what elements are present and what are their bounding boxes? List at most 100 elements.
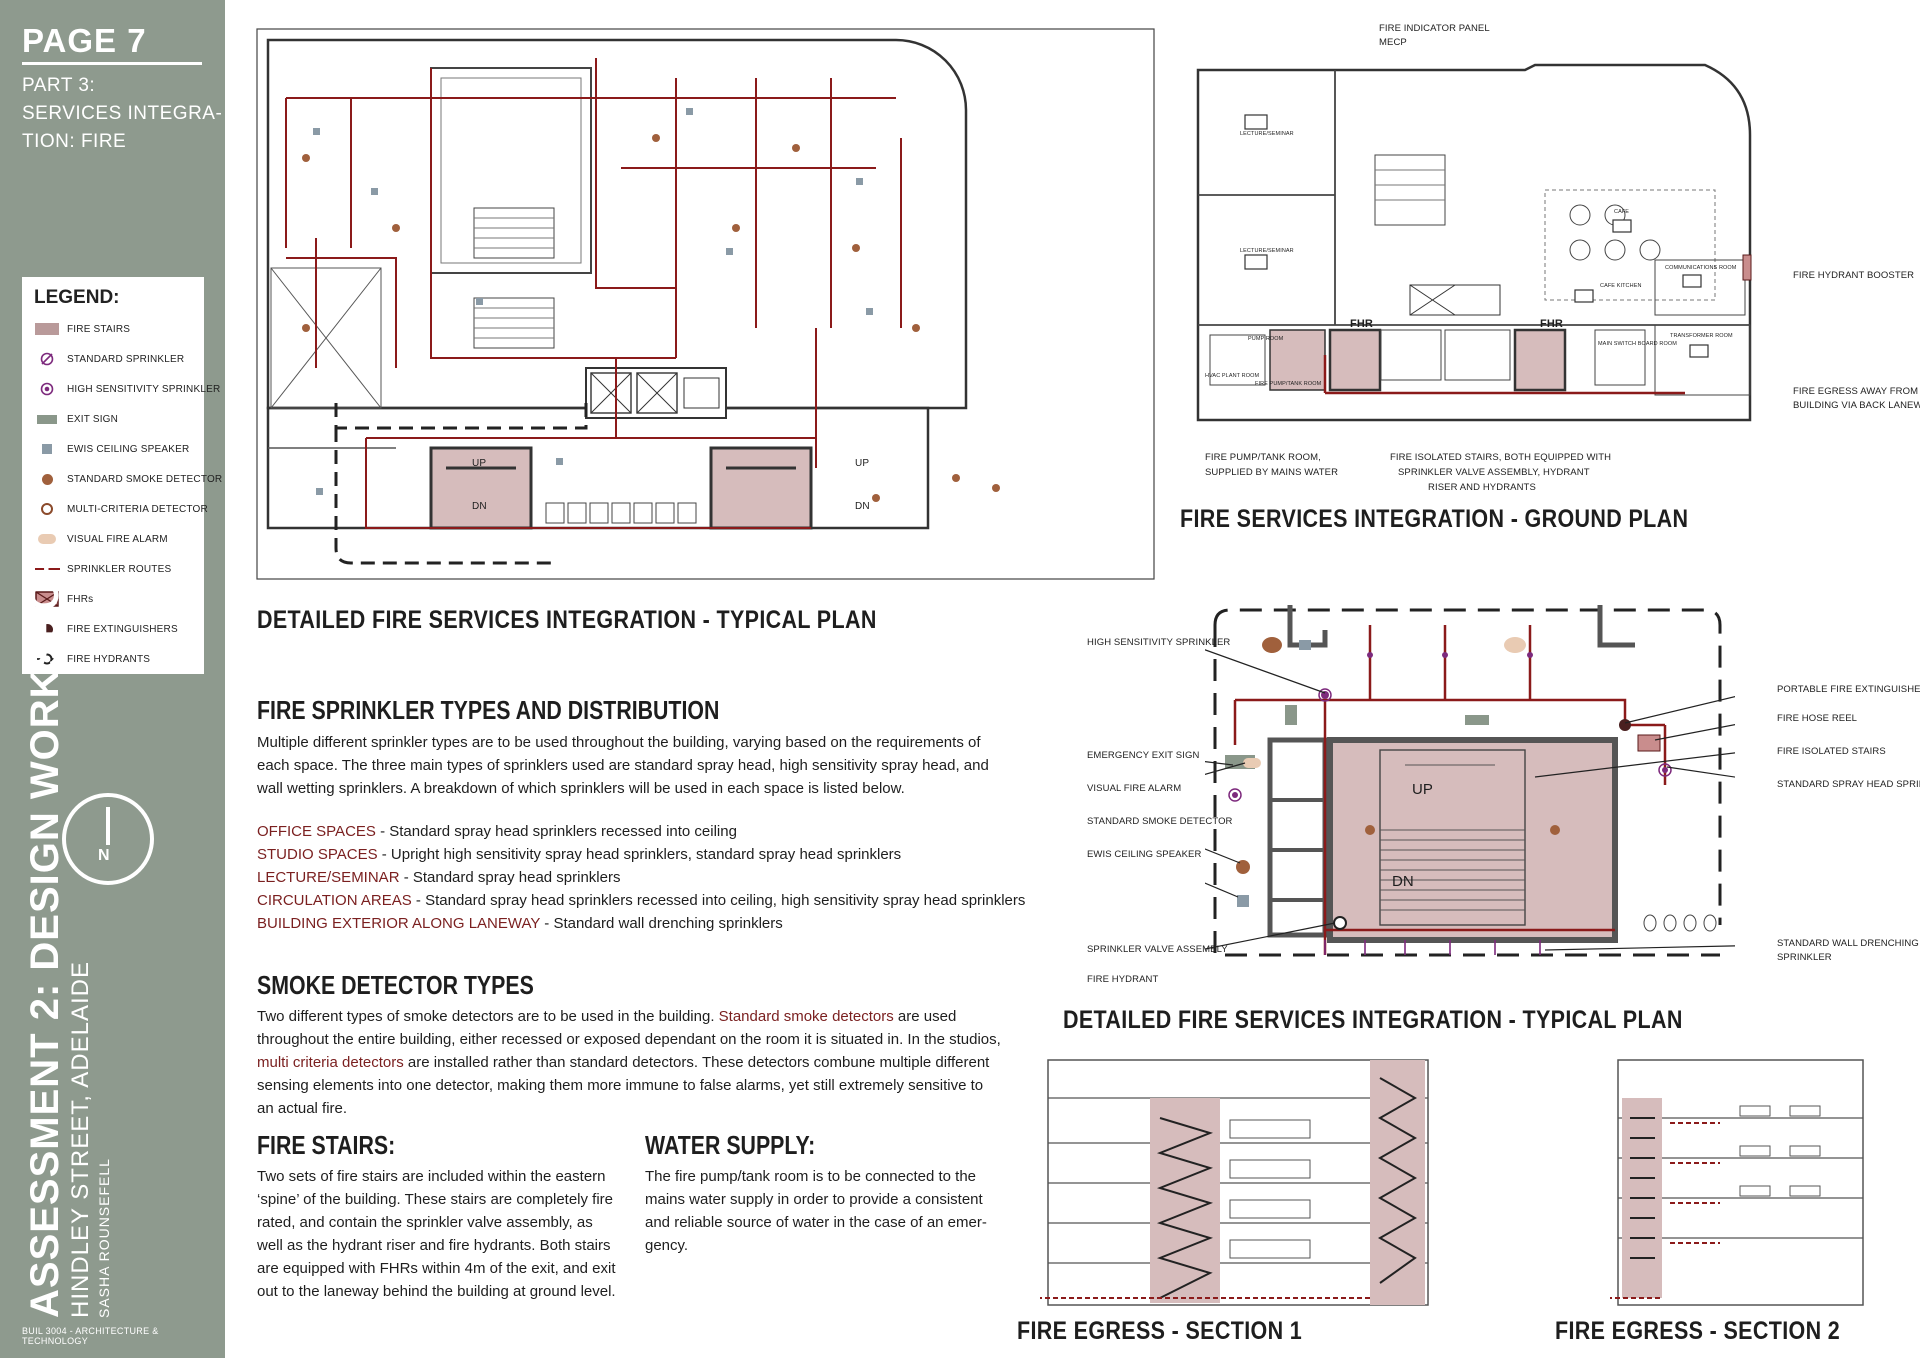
egress-section-1 (1040, 1059, 1429, 1306)
exit-sign-icon (32, 409, 62, 429)
legend-item-high-sensitivity-sprinkler: HIGH SENSITIVITY SPRINKLER (32, 379, 220, 399)
ground-label-isolated-2: SPRINKLER VALVE ASSEMBLY, HYDRANT (1398, 467, 1590, 478)
ground-label-pump-1: FIRE PUMP/TANK ROOM, (1205, 452, 1321, 463)
legend-item-extinguisher: FIRE EXTINGUISHERS (32, 619, 178, 639)
detail-label-spray-head: STANDARD SPRAY HEAD SPRINKLER (1777, 779, 1920, 790)
ground-floor-plan (1196, 63, 1752, 422)
extinguisher-icon (32, 619, 62, 639)
room-label-lecture-1: LECTURE/SEMINAR (1240, 131, 1294, 137)
course-footer: BUIL 3004 - ARCHITECTURE & TECHNOLOGY (22, 1326, 159, 1346)
multi-criteria-detector-icon (32, 499, 62, 519)
smoke-heading: SMOKE DETECTOR TYPES (257, 970, 534, 1000)
detail-label-extinguisher: PORTABLE FIRE EXTINGUISHER (1777, 684, 1920, 695)
detail-label-up: UP (1412, 781, 1434, 798)
north-label: N (98, 847, 110, 864)
detail-label-smoke-detector: STANDARD SMOKE DETECTOR (1087, 816, 1233, 827)
legend-item-exit-sign: EXIT SIGN (32, 409, 118, 429)
list-item: CIRCULATION AREAS - Standard spray head … (257, 892, 1026, 909)
plan-label-up-west: UP (472, 458, 487, 469)
detail-label-ewis: EWIS CEILING SPEAKER (1087, 849, 1202, 860)
typical-plan-title: DETAILED FIRE SERVICES INTEGRATION - TYP… (257, 606, 877, 634)
section-2-title: FIRE EGRESS - SECTION 2 (1555, 1317, 1841, 1345)
legend: LEGEND: FIRE STAIRS STANDARD SPRINKLER H… (22, 277, 222, 674)
fire-stairs-swatch (32, 319, 62, 339)
room-label-cafe: CAFE (1614, 209, 1630, 215)
detail-label-isolated-stairs: FIRE ISOLATED STAIRS (1777, 746, 1886, 757)
room-label-comms: COMMUNICATIONS ROOM (1665, 265, 1737, 271)
assessment-title: ASSESSMENT 2: DESIGN WORKSHOP (23, 551, 67, 1318)
legend-item-visual-alarm: VISUAL FIRE ALARM (32, 529, 168, 549)
ground-plan-title: FIRE SERVICES INTEGRATION - GROUND PLAN (1180, 505, 1689, 533)
ground-label-isolated-3: RISER AND HYDRANTS (1428, 482, 1536, 493)
legend-item-fhr: FHRs (32, 589, 93, 609)
ground-label-pump-2: SUPPLIED BY MAINS WATER (1205, 467, 1339, 478)
detail-label-dn: DN (1392, 873, 1414, 890)
sprinkler-route-icon (32, 559, 62, 579)
section-1-title: FIRE EGRESS - SECTION 1 (1017, 1317, 1303, 1345)
stairs-heading: FIRE STAIRS: (257, 1130, 396, 1160)
room-label-cafe-kitchen: CAFE KITCHEN (1600, 283, 1642, 289)
list-item: STUDIO SPACES - Upright high sensitivity… (257, 846, 902, 863)
legend-item-standard-sprinkler: STANDARD SPRINKLER (32, 349, 184, 369)
detail-label-high-sensitivity: HIGH SENSITIVITY SPRINKLER (1087, 637, 1231, 648)
page-number: PAGE 7 (22, 22, 147, 59)
sprinkler-intro: Multiple different sprinkler types are t… (257, 734, 989, 797)
egress-section-2 (1610, 1059, 1864, 1306)
part-heading: PART 3: SERVICES INTEGRA- TION: FIRE (22, 75, 223, 152)
sprinkler-space-list: OFFICE SPACES - Standard spray head spri… (257, 820, 1057, 935)
legend-item-fire-stairs: FIRE STAIRS (32, 319, 130, 339)
ceiling-speaker-icon (32, 439, 62, 459)
ground-label-fhr-west: FHR (1350, 318, 1373, 330)
legend-item-smoke-detector: STANDARD SMOKE DETECTOR (32, 469, 222, 489)
site-subtitle: HINDLEY STREET, ADELAIDE (67, 961, 94, 1318)
standard-sprinkler-icon (32, 349, 62, 369)
smoke-detector-icon (32, 469, 62, 489)
legend-item-ceiling-speaker: EWIS CEILING SPEAKER (32, 439, 189, 459)
room-label-lecture-2: LECTURE/SEMINAR (1240, 248, 1294, 254)
stairs-paragraph: Two sets of fire stairs are included wit… (257, 1168, 616, 1300)
fhr-icon (32, 589, 62, 609)
sidebar: PAGE 7 PART 3: SERVICES INTEGRA- TION: F… (0, 0, 225, 1358)
plan-label-dn-east: DN (855, 501, 870, 512)
sprinkler-heading: FIRE SPRINKLER TYPES AND DISTRIBUTION (257, 695, 720, 725)
legend-item-hydrant: FIRE HYDRANTS (32, 649, 150, 669)
smoke-paragraph: Two different types of smoke detectors a… (257, 1008, 1001, 1117)
detail-label-wall-drenching-1: STANDARD WALL DRENCHING (1777, 938, 1919, 949)
ceiling-speaker-icon (313, 108, 873, 495)
room-label-fire-pump: FIRE PUMP/TANK ROOM (1255, 381, 1322, 387)
detail-label-wall-drenching-2: SPRINKLER (1777, 952, 1832, 963)
room-label-hvac: HVAC PLANT ROOM (1205, 373, 1260, 379)
detail-stair-plan (1205, 605, 1735, 957)
ground-label-egress-1: FIRE EGRESS AWAY FROM (1793, 386, 1919, 397)
detail-label-exit-sign: EMERGENCY EXIT SIGN (1087, 750, 1200, 761)
list-item: LECTURE/SEMINAR - Standard spray head sp… (257, 869, 621, 886)
detail-label-hose-reel: FIRE HOSE REEL (1777, 713, 1858, 724)
plan-label-dn-west: DN (472, 501, 487, 512)
ground-label-egress-2: BUILDING VIA BACK LANEWAY (1793, 400, 1920, 411)
ground-label-fip-2: MECP (1379, 37, 1407, 48)
room-label-transformer: TRANSFORMER ROOM (1670, 333, 1733, 339)
legend-item-multi-criteria: MULTI-CRITERIA DETECTOR (32, 499, 208, 519)
ground-label-fhr-east: FHR (1540, 318, 1563, 330)
north-arrow: N (62, 793, 154, 885)
author-name: SASHA ROUNSEFELL (96, 1158, 112, 1318)
visual-alarm-icon (32, 529, 62, 549)
ground-label-fip-1: FIRE INDICATOR PANEL (1379, 23, 1490, 34)
list-item: OFFICE SPACES - Standard spray head spri… (257, 823, 737, 840)
ground-label-isolated-1: FIRE ISOLATED STAIRS, BOTH EQUIPPED WITH (1390, 452, 1612, 463)
ground-label-booster: FIRE HYDRANT BOOSTER (1793, 270, 1915, 281)
hydrant-icon (32, 649, 62, 669)
legend-title: LEGEND: (34, 287, 120, 308)
vertical-title-block: ASSESSMENT 2: DESIGN WORKSHOP HINDLEY ST… (23, 551, 112, 1318)
page-divider (22, 62, 202, 65)
room-label-switchboard: MAIN SWITCH BOARD ROOM (1598, 341, 1677, 347)
smoke-detector-icon (302, 134, 1000, 502)
legend-item-sprinkler-routes: SPRINKLER ROUTES (32, 559, 171, 579)
room-label-pump: PUMP ROOM (1248, 336, 1284, 342)
detail-label-valve-assembly: SPRINKLER VALVE ASSEMBLY (1087, 944, 1228, 955)
water-paragraph: The fire pump/tank room is to be connect… (645, 1168, 987, 1254)
water-heading: WATER SUPPLY: (645, 1130, 816, 1160)
typical-floor-plan (256, 28, 1155, 580)
detail-plan-title: DETAILED FIRE SERVICES INTEGRATION - TYP… (1063, 1006, 1683, 1034)
high-sensitivity-sprinkler-icon (32, 379, 62, 399)
